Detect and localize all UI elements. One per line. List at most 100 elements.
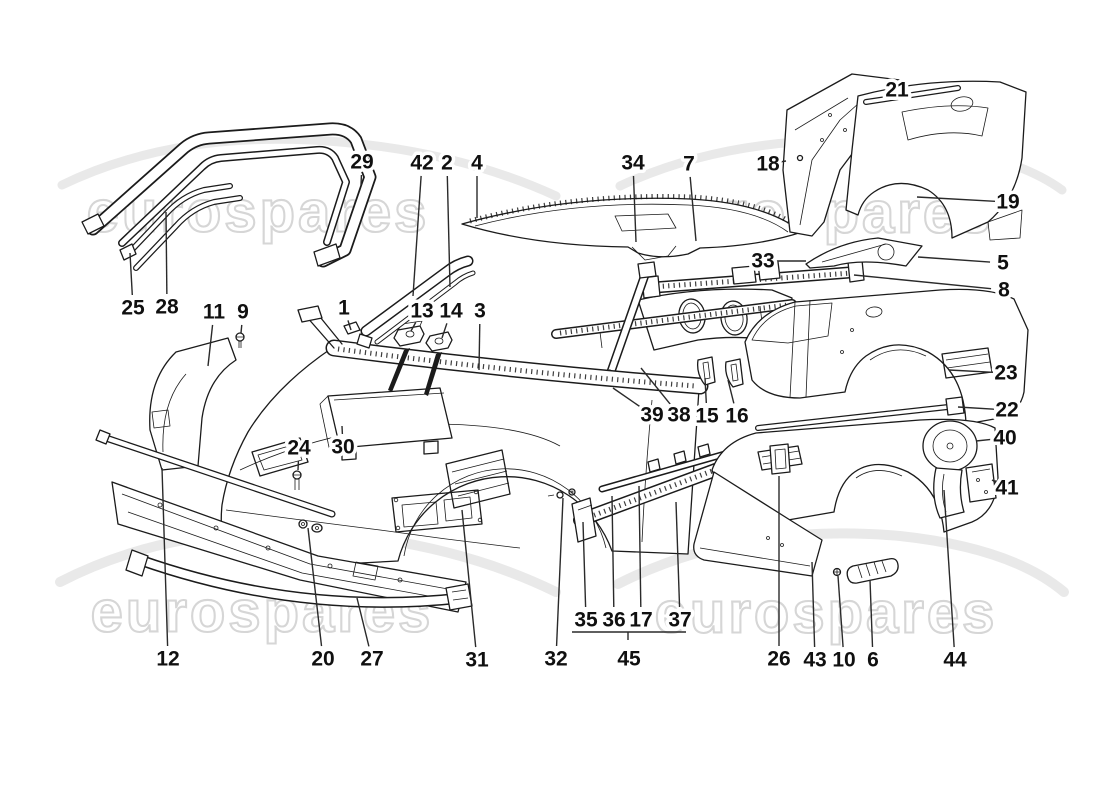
leader-arrowhead xyxy=(992,480,999,486)
rear-pillar-assembly-part-detail xyxy=(987,209,1023,241)
vent-grille-part-detail xyxy=(857,560,887,579)
leader-line-layer xyxy=(129,160,999,648)
small-fastener-parts-detail xyxy=(298,519,308,529)
front-bumper-strip-part xyxy=(95,429,336,518)
leader-line-23 xyxy=(948,369,994,374)
part-number-label-1: 1 xyxy=(338,297,350,320)
small-fastener-parts-detail xyxy=(547,494,555,497)
watermark-text: eurospares xyxy=(655,581,998,646)
rear-quarter-lh-part xyxy=(744,288,1029,425)
part-number-label-39: 39 xyxy=(640,404,663,427)
leader-line-42 xyxy=(412,175,422,297)
small-fastener-parts-detail xyxy=(570,490,574,494)
leader-line-36 xyxy=(611,495,615,608)
wedge-arrow xyxy=(424,352,442,396)
part-number-label-6: 6 xyxy=(867,649,879,672)
hook-bracket-parts-detail xyxy=(730,363,739,382)
vent-grille-part-detail xyxy=(832,567,842,577)
part-number-label-23: 23 xyxy=(994,362,1017,385)
dash-support-box-part xyxy=(319,387,453,461)
leader-line-44 xyxy=(943,489,955,648)
rear-pillar-assembly-part-detail xyxy=(864,86,960,104)
main-body-shell-part-detail xyxy=(401,496,473,528)
small-fastener-parts xyxy=(235,332,576,533)
leader-line-6 xyxy=(869,579,874,648)
part-number-label-35: 35 xyxy=(574,609,598,632)
small-fastener-parts-detail xyxy=(315,526,319,530)
rear-pillar-assembly-part-detail xyxy=(843,128,847,132)
part-number-label-4: 4 xyxy=(471,152,483,175)
part-number-label-25: 25 xyxy=(121,297,145,320)
windscreen-frame-part-detail xyxy=(313,243,341,267)
rocker-trim-strip-part-detail xyxy=(756,405,950,430)
retaining-clip-parts xyxy=(343,320,453,396)
front-valance-part-detail xyxy=(111,481,467,613)
leader-line-12 xyxy=(161,467,169,647)
leader-line-8 xyxy=(853,274,992,290)
leader-line-10 xyxy=(837,575,844,648)
rear-wheelhouse-part-detail xyxy=(946,442,954,450)
rear-quarter-rh-part-detail xyxy=(780,543,784,547)
sill-panel-parts-detail xyxy=(577,504,593,511)
vent-grille-part-detail xyxy=(846,557,899,584)
part-number-label-42: 42 xyxy=(410,152,433,175)
roof-panel-part-detail xyxy=(614,213,677,232)
part-number-label-43: 43 xyxy=(803,649,826,672)
vent-grille-part xyxy=(832,557,899,584)
main-body-shell-part-detail xyxy=(391,489,483,533)
leader-line-22 xyxy=(957,406,995,410)
part-number-label-3: 3 xyxy=(474,300,486,323)
watermark-swoosh xyxy=(57,134,561,201)
part-number-label-36: 36 xyxy=(602,609,625,632)
dash-support-box-part-detail xyxy=(319,395,341,453)
leader-line-43 xyxy=(811,561,816,648)
rear-wheelhouse-part-detail xyxy=(922,420,978,472)
rear-bulkhead-part-detail xyxy=(724,304,744,332)
cowl-scuttle-part-detail xyxy=(337,346,697,389)
inner-wheelhouse-part-detail xyxy=(151,409,171,429)
part-number-label-31: 31 xyxy=(465,649,489,672)
leader-line-32 xyxy=(555,497,564,647)
sail-panel-part xyxy=(805,237,923,269)
cowl-scuttle-part-detail xyxy=(297,305,323,323)
roof-panel-part-detail xyxy=(474,203,789,233)
hook-bracket-parts-detail xyxy=(702,361,711,380)
part-number-label-40: 40 xyxy=(993,427,1016,450)
part-number-label-30: 30 xyxy=(331,436,354,459)
front-valance-part xyxy=(111,481,467,613)
part-number-label-33: 33 xyxy=(751,250,774,273)
leader-line-13 xyxy=(410,322,417,332)
main-body-shell-part-detail xyxy=(257,443,303,471)
leader-line-31 xyxy=(461,509,477,648)
part-number-label-28: 28 xyxy=(155,296,179,319)
leader-line-38 xyxy=(640,367,672,406)
part-number-label-32: 32 xyxy=(544,648,567,671)
windscreen-frame-part-detail xyxy=(81,213,105,235)
rear-pillar-assembly-part-detail xyxy=(901,105,989,141)
part-number-label-38: 38 xyxy=(667,404,691,427)
leader-line-27 xyxy=(356,597,370,647)
part-number-label-10: 10 xyxy=(832,649,855,672)
deck-lattice-part xyxy=(641,259,865,299)
leader-line-40 xyxy=(975,438,993,442)
part-number-label-7: 7 xyxy=(683,153,695,176)
leader-line-35 xyxy=(582,521,587,608)
rear-quarter-rh-part-detail xyxy=(766,536,770,540)
leader-line-34 xyxy=(632,175,637,243)
main-body-shell-part-detail xyxy=(445,449,511,509)
sill-panel-parts-detail xyxy=(647,443,711,473)
windscreen-frame-part-detail xyxy=(88,124,375,266)
rear-deck-rail-part-detail xyxy=(552,300,796,338)
rear-wheelhouse-part-detail xyxy=(971,468,991,473)
pillar-trim-strip-parts-detail xyxy=(362,257,472,335)
deck-lattice-part-detail xyxy=(651,270,853,290)
leader-line-17 xyxy=(638,485,642,608)
front-valance-part-detail xyxy=(352,561,379,581)
deck-lattice-part-detail xyxy=(731,265,757,285)
small-fastener-parts-detail xyxy=(301,522,305,526)
rear-quarter-rh-part-detail xyxy=(855,470,903,479)
leader-line-7 xyxy=(689,176,697,242)
part-number-label-8: 8 xyxy=(998,279,1010,302)
wheel-shield-part xyxy=(933,467,965,519)
